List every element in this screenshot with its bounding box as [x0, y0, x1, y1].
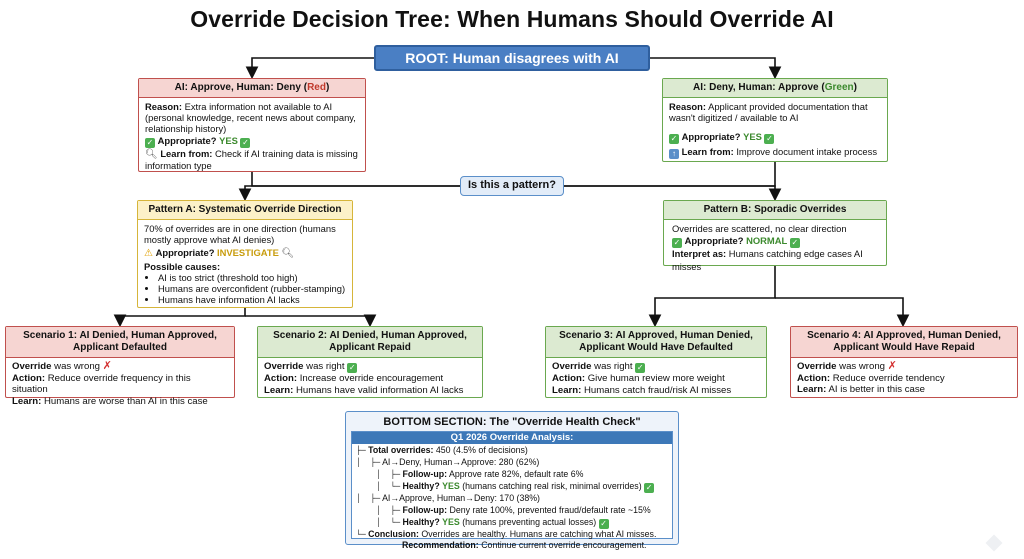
pattern-b-box: Pattern B: Sporadic Overrides Overrides … — [663, 200, 887, 272]
health-check-title: BOTTOM SECTION: The "Override Health Che… — [383, 416, 641, 428]
check-icon: ✓ — [347, 363, 358, 373]
check-icon: ✓ — [635, 363, 646, 373]
cross-icon: ✗ — [887, 360, 897, 372]
cross-icon: ✗ — [102, 360, 112, 372]
list-item: Humans have information AI lacks — [158, 294, 346, 305]
causes-list: AI is too strict (threshold too high) Hu… — [158, 272, 346, 305]
pattern-question-node: Is this a pattern? — [460, 176, 564, 196]
scenario-2-box: Scenario 2: AI Denied, Human Approved, A… — [257, 326, 483, 398]
check-icon: ✓ — [598, 518, 609, 529]
green-label: Green — [824, 82, 854, 93]
magnifier-icon: 🔍︎ — [281, 248, 295, 259]
watermark-icon — [985, 534, 1003, 552]
left-case-box: AI: Approve, Human: Deny (Red) Reason: E… — [138, 78, 366, 172]
magnifier-icon: 🔍︎ — [145, 148, 158, 160]
health-check-panel: Q1 2026 Override Analysis: ├─ Total over… — [351, 431, 673, 550]
right-case-header: AI: Deny, Human: Approve (Green) — [663, 79, 887, 98]
scenario-3-box: Scenario 3: AI Approved, Human Denied, A… — [545, 326, 767, 398]
check-icon: ✓ — [240, 137, 251, 148]
health-check-box: BOTTOM SECTION: The "Override Health Che… — [345, 411, 679, 550]
check-icon: ✓ — [672, 238, 682, 249]
check-icon: ✓ — [764, 134, 775, 145]
right-case-box: AI: Deny, Human: Approve (Green) Reason:… — [662, 78, 888, 162]
pattern-a-box: Pattern A: Systematic Override Direction… — [137, 200, 353, 308]
health-check-tree: ├─ Total overrides: 450 (4.5% of decisio… — [356, 445, 657, 551]
left-case-header: AI: Approve, Human: Deny (Red) — [139, 79, 365, 98]
check-icon: ✓ — [644, 482, 655, 493]
scenario-4-box: Scenario 4: AI Approved, Human Denied, A… — [790, 326, 1018, 398]
list-item: AI is too strict (threshold too high) — [158, 272, 346, 283]
check-icon: ✓ — [145, 137, 155, 148]
red-label: Red — [307, 82, 326, 93]
up-arrow-icon: ↑ — [669, 149, 679, 160]
check-icon: ✓ — [789, 238, 800, 249]
pattern-a-desc: 70% of overrides are in one direction (h… — [144, 223, 336, 245]
health-check-subtitle: Q1 2026 Override Analysis: — [352, 432, 672, 444]
pattern-b-header: Pattern B: Sporadic Overrides — [664, 201, 886, 220]
check-icon: ✓ — [669, 134, 679, 145]
list-item: Humans are overconfident (rubber-stampin… — [158, 283, 346, 294]
page-title: Override Decision Tree: When Humans Shou… — [190, 6, 834, 32]
warning-icon: ⚠ — [144, 248, 153, 259]
pattern-a-header: Pattern A: Systematic Override Direction — [138, 201, 352, 220]
root-node: ROOT: Human disagrees with AI decision — [374, 45, 650, 88]
scenario-1-box: Scenario 1: AI Denied, Human Approved, A… — [5, 326, 235, 407]
